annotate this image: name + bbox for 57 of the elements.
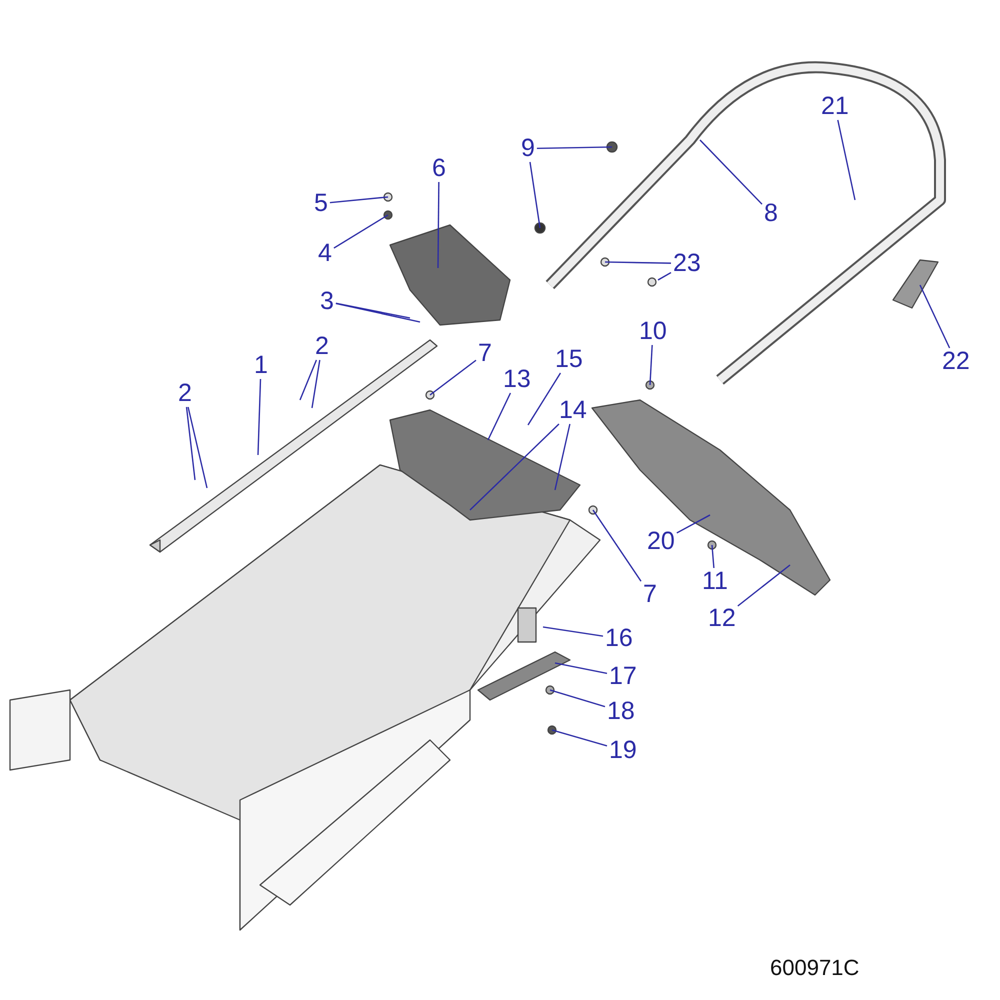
leader-line: [257, 378, 262, 456]
leader-line: [186, 406, 196, 480]
leader-line: [542, 626, 604, 637]
callout-number: 9: [519, 135, 537, 162]
leader-line: [604, 261, 672, 264]
callout-number: 5: [312, 190, 330, 217]
callout-number: 12: [706, 605, 738, 632]
leader-line: [658, 272, 672, 281]
callout-number: 18: [605, 698, 637, 725]
leader-line: [299, 360, 318, 400]
drawing-number: 600971C: [770, 955, 860, 981]
callout-number: 15: [553, 346, 585, 373]
leader-line: [552, 729, 608, 747]
leader-line: [676, 514, 710, 534]
callout-number: 1: [252, 352, 270, 379]
callout-number: 2: [313, 333, 331, 360]
leader-line: [336, 302, 410, 319]
callout-number: 20: [645, 528, 677, 555]
callout-number: 2: [176, 380, 194, 407]
leader-line: [336, 302, 420, 323]
callout-number: 22: [940, 348, 972, 375]
callout-number: 17: [607, 663, 639, 690]
leader-line: [554, 662, 608, 674]
callout-number: 16: [603, 625, 635, 652]
leader-line: [487, 392, 512, 440]
callout-number: 7: [641, 581, 659, 608]
leader-line: [711, 544, 715, 568]
callout-number: 3: [318, 288, 336, 315]
callout-number: 7: [476, 340, 494, 367]
leader-line: [529, 162, 541, 228]
callout-number: 13: [501, 366, 533, 393]
callout-number: 4: [316, 240, 334, 267]
callout-number: 8: [762, 200, 780, 227]
callout-number: 14: [557, 397, 589, 424]
callout-number: 23: [671, 250, 703, 277]
leader-line: [700, 140, 762, 205]
leader-line: [330, 196, 388, 204]
leader-line: [437, 182, 440, 268]
leader-line: [837, 120, 856, 200]
callout-number: 10: [637, 318, 669, 345]
leader-line: [187, 406, 208, 488]
callout-number: 21: [819, 93, 851, 120]
leader-line: [527, 372, 562, 426]
leader-line: [592, 510, 642, 582]
callout-number: 6: [430, 155, 448, 182]
leader-line: [334, 214, 388, 249]
leader-line: [536, 146, 612, 149]
leader-line: [919, 284, 950, 348]
leader-line: [311, 360, 320, 408]
leader-line: [550, 689, 606, 708]
leader-line: [430, 360, 476, 396]
leader-line: [737, 564, 790, 607]
callout-number: 11: [700, 568, 730, 595]
leader-line: [649, 344, 653, 386]
callout-number: 19: [607, 737, 639, 764]
leader-line: [554, 424, 570, 490]
leader-line: [470, 424, 560, 510]
